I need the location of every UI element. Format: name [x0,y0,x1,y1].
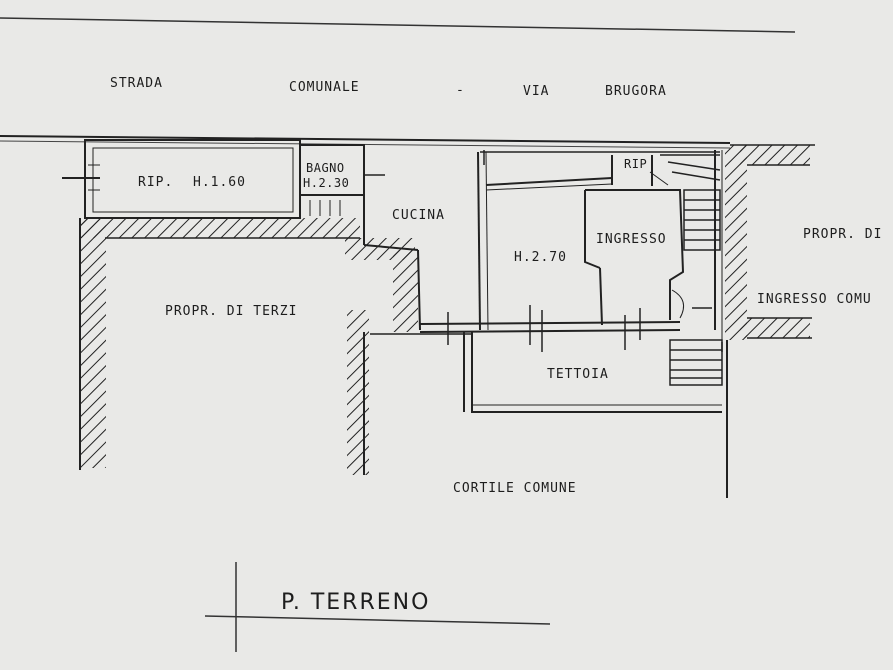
rip-left-label: RIP. [138,175,174,190]
top-boundary-line [0,17,796,33]
outdoor-steps [669,339,723,386]
street-word-brugora: BRUGORA [605,84,667,99]
street-front-line [0,135,731,144]
tettoia-label: TETTOIA [547,367,609,382]
street-word-strada: STRADA [110,76,163,91]
rip-right-label: RIP [624,157,648,171]
street-word-comunale: COMUNALE [289,80,360,95]
floor-title: P. TERRENO [281,590,431,615]
cucina-label: CUCINA [392,208,445,223]
room-height-label: H.2.70 [514,250,567,265]
neighbour-walls-hatched [79,145,812,475]
ingresso-label: INGRESSO [596,232,667,247]
cortile-comune-label: CORTILE COMUNE [453,481,577,496]
tettoia-canopy-outline [370,332,728,498]
rip-left-room-walls [62,139,301,219]
street-word-via: VIA [523,84,550,99]
rip-left-height-label: H.1.60 [193,175,246,190]
cucina-room-walls [363,150,489,331]
bagno-label: BAGNO [306,161,345,175]
title-underline [204,562,551,652]
ingresso-comune-label: INGRESSO COMU [757,292,872,307]
propr-terzi-label: PROPR. DI TERZI [165,304,298,319]
ingresso-room-walls [584,155,685,320]
bagno-height-label: H.2.30 [303,176,350,190]
opening-ticks [447,150,723,362]
street-word-dash: - [456,83,465,98]
propr-right-label: PROPR. DI [803,227,883,242]
staircase [660,150,723,340]
central-room-walls [419,151,720,333]
